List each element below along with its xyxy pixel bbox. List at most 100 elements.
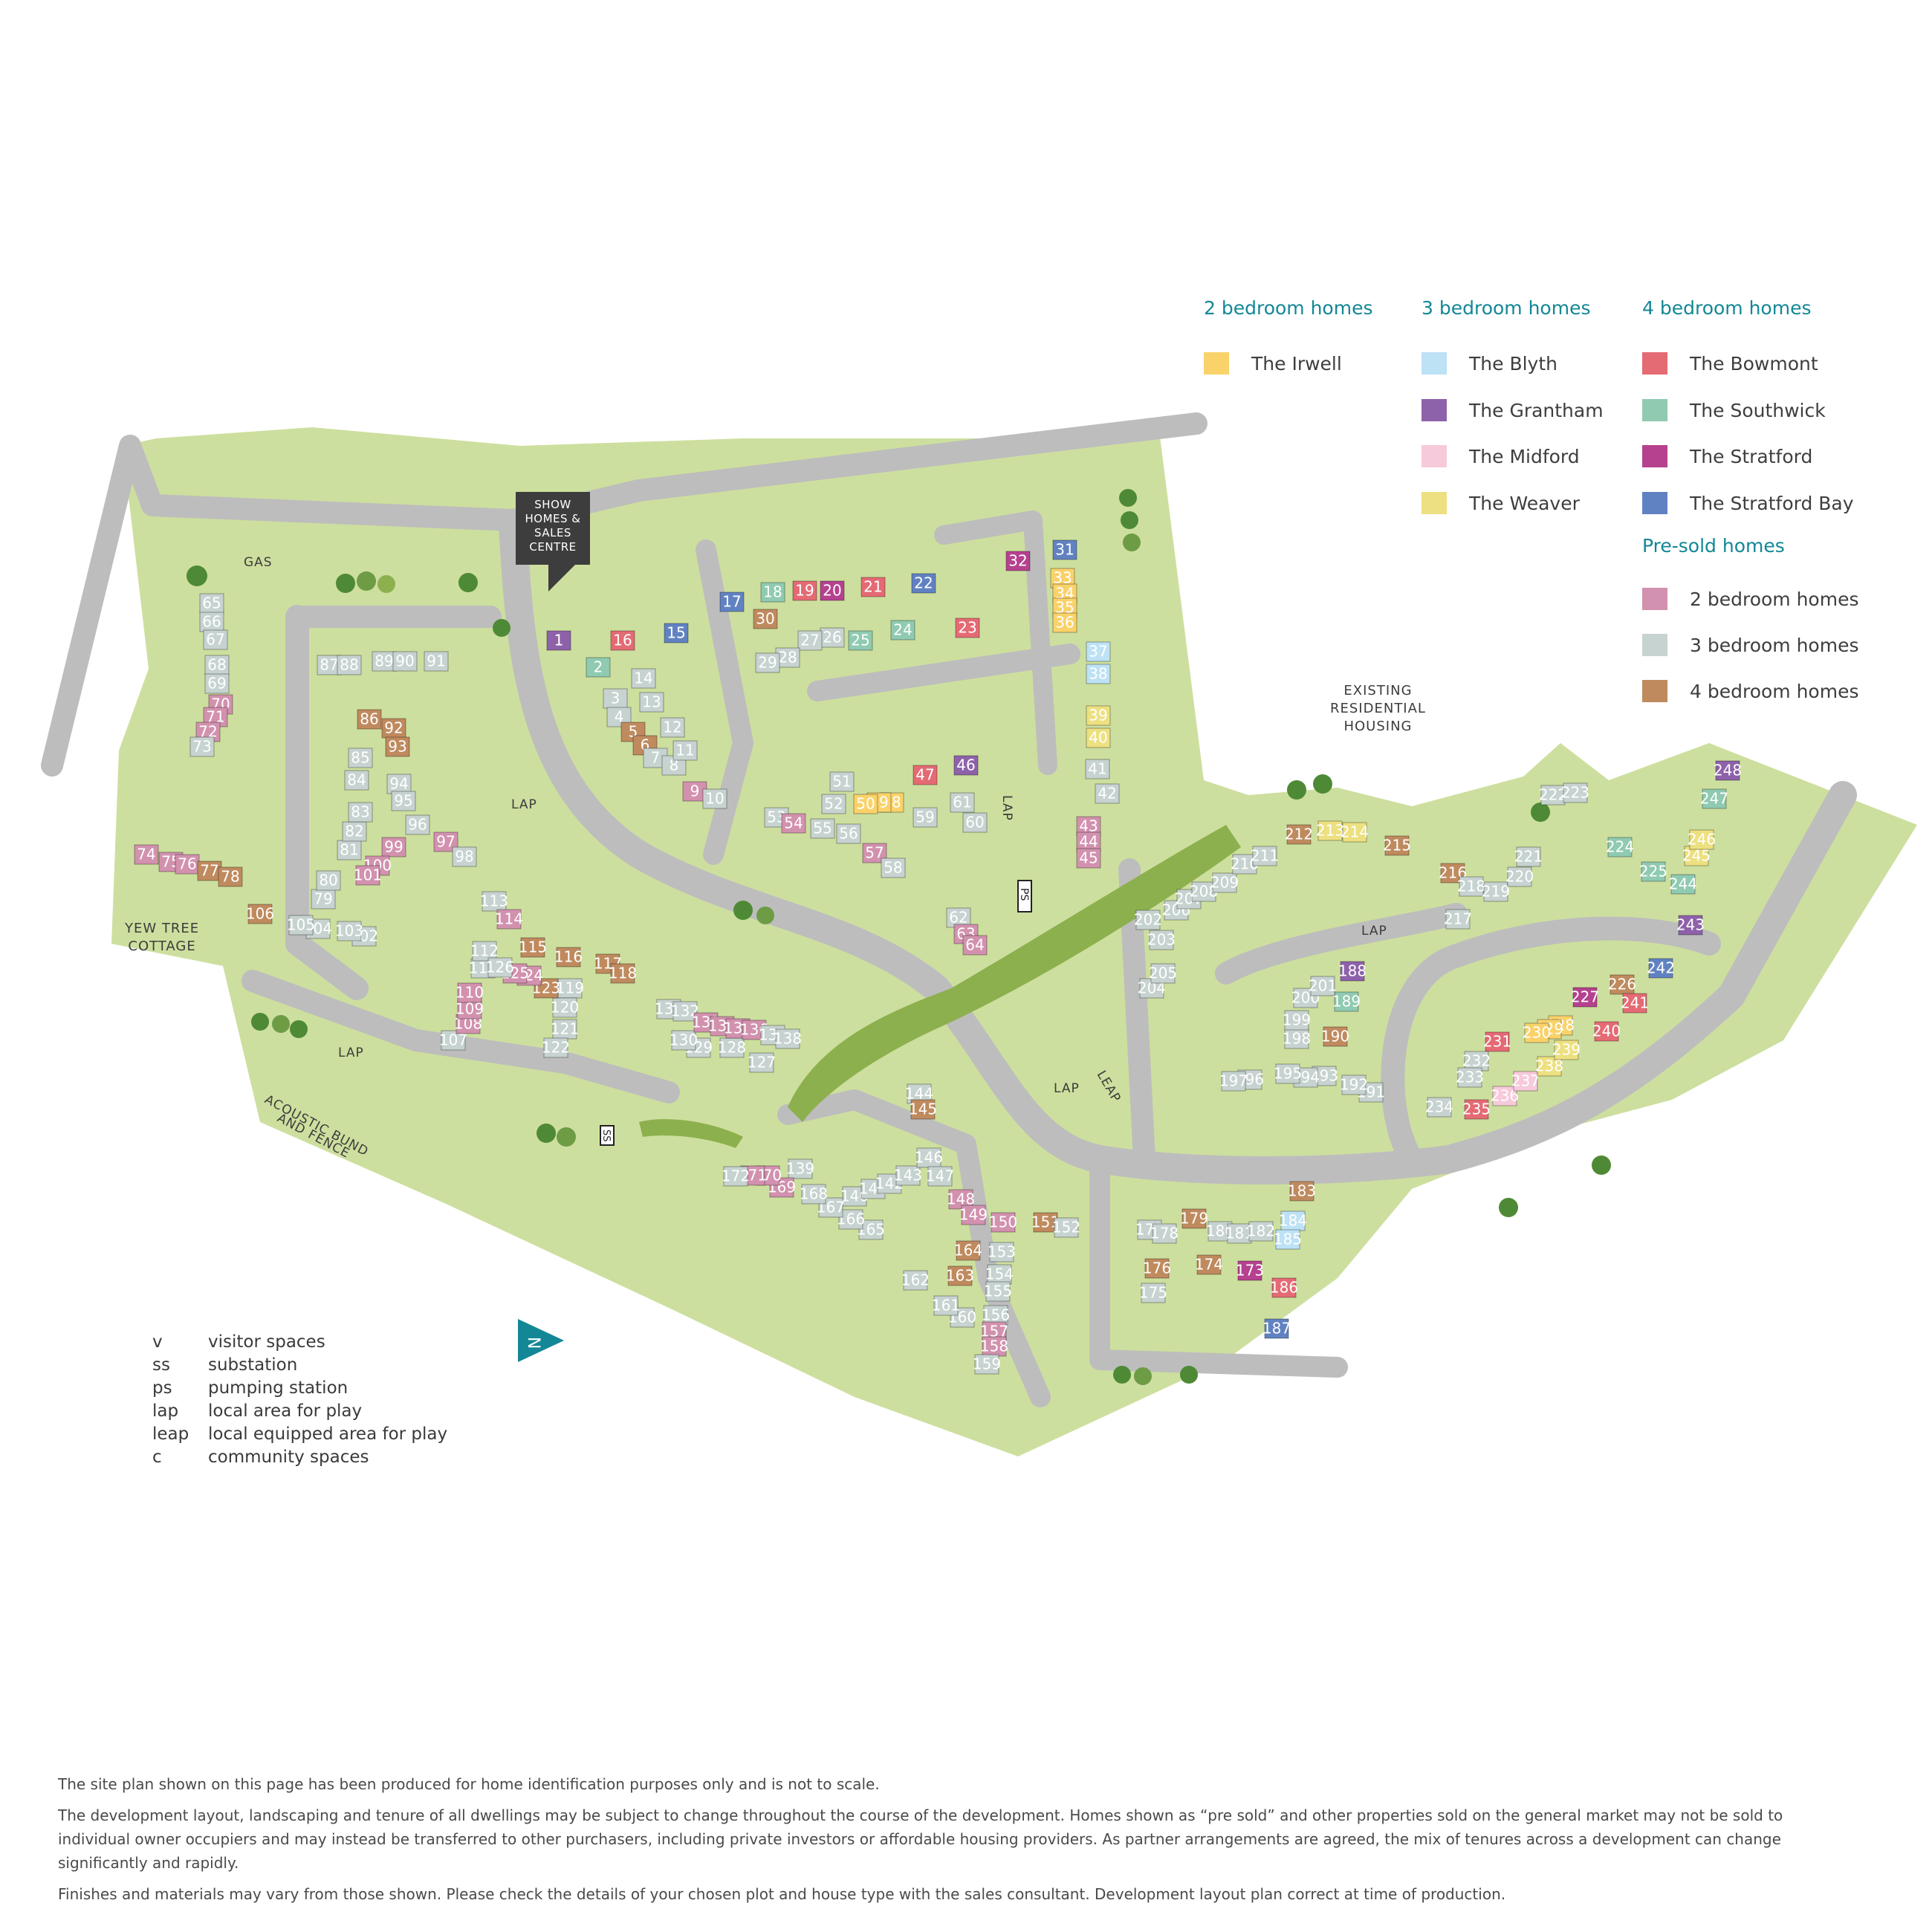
plot-217[interactable]: 217: [1444, 909, 1472, 930]
plot-120[interactable]: 120: [551, 997, 579, 1018]
plot-215[interactable]: 215: [1383, 835, 1411, 856]
plot-45[interactable]: 45: [1076, 848, 1101, 869]
plot-107[interactable]: 107: [439, 1030, 467, 1051]
plot-15[interactable]: 15: [664, 623, 689, 644]
plot-150[interactable]: 150: [989, 1212, 1017, 1233]
plot-189[interactable]: 189: [1332, 991, 1361, 1012]
plot-60[interactable]: 60: [962, 812, 988, 833]
plot-219[interactable]: 219: [1482, 881, 1510, 902]
plot-218[interactable]: 218: [1457, 876, 1485, 897]
plot-10[interactable]: 10: [702, 788, 727, 809]
plot-236[interactable]: 236: [1491, 1086, 1519, 1106]
plot-166[interactable]: 166: [837, 1209, 865, 1230]
plot-55[interactable]: 55: [810, 818, 835, 839]
plot-225[interactable]: 225: [1639, 861, 1667, 882]
plot-66[interactable]: 66: [199, 612, 224, 632]
plot-19[interactable]: 19: [792, 580, 817, 601]
plot-82[interactable]: 82: [342, 821, 367, 842]
plot-247[interactable]: 247: [1700, 788, 1728, 809]
plot-212[interactable]: 212: [1285, 824, 1313, 845]
plot-220[interactable]: 220: [1505, 866, 1534, 887]
plot-205[interactable]: 205: [1149, 963, 1177, 984]
plot-211[interactable]: 211: [1251, 846, 1279, 866]
plot-65[interactable]: 65: [199, 593, 224, 614]
plot-181[interactable]: 181: [1225, 1223, 1254, 1244]
plot-93[interactable]: 93: [385, 736, 410, 757]
plot-21[interactable]: 21: [860, 577, 886, 597]
plot-118[interactable]: 118: [609, 963, 637, 984]
plot-25[interactable]: 25: [848, 630, 873, 651]
plot-187[interactable]: 187: [1262, 1318, 1291, 1339]
plot-114[interactable]: 114: [495, 909, 523, 930]
plot-11[interactable]: 11: [672, 740, 698, 761]
plot-163[interactable]: 163: [946, 1265, 974, 1286]
plot-73[interactable]: 73: [189, 736, 215, 757]
plot-119[interactable]: 119: [556, 978, 584, 999]
plot-175[interactable]: 175: [1139, 1283, 1167, 1303]
plot-91[interactable]: 91: [424, 651, 449, 672]
plot-99[interactable]: 99: [381, 837, 406, 858]
plot-122[interactable]: 122: [542, 1037, 570, 1058]
plot-85[interactable]: 85: [348, 748, 373, 768]
plot-52[interactable]: 52: [821, 794, 846, 814]
plot-162[interactable]: 162: [901, 1270, 930, 1291]
plot-37[interactable]: 37: [1086, 641, 1111, 662]
plot-59[interactable]: 59: [912, 807, 938, 828]
plot-234[interactable]: 234: [1425, 1097, 1453, 1118]
plot-170[interactable]: 170: [753, 1165, 782, 1186]
plot-172[interactable]: 172: [722, 1166, 750, 1187]
plot-12[interactable]: 12: [660, 717, 685, 738]
plot-69[interactable]: 69: [204, 673, 230, 694]
plot-1[interactable]: 1: [546, 630, 571, 651]
plot-30[interactable]: 30: [753, 609, 778, 629]
plot-31[interactable]: 31: [1052, 539, 1077, 560]
plot-154[interactable]: 154: [985, 1264, 1014, 1285]
plot-192[interactable]: 192: [1340, 1074, 1368, 1095]
plot-109[interactable]: 109: [456, 999, 484, 1020]
plot-227[interactable]: 227: [1571, 987, 1599, 1008]
plot-248[interactable]: 248: [1714, 760, 1742, 781]
plot-188[interactable]: 188: [1338, 961, 1367, 982]
plot-104[interactable]: 104: [304, 918, 332, 939]
plot-164[interactable]: 164: [954, 1240, 982, 1261]
plot-77[interactable]: 77: [197, 860, 222, 881]
plot-127[interactable]: 127: [748, 1052, 776, 1073]
plot-16[interactable]: 16: [610, 630, 635, 651]
plot-174[interactable]: 174: [1195, 1254, 1223, 1275]
plot-81[interactable]: 81: [337, 840, 362, 860]
plot-94[interactable]: 94: [386, 774, 412, 794]
plot-23[interactable]: 23: [955, 617, 980, 638]
plot-199[interactable]: 199: [1283, 1010, 1311, 1031]
plot-105[interactable]: 105: [287, 915, 315, 936]
plot-39[interactable]: 39: [1086, 705, 1111, 726]
plot-152[interactable]: 152: [1052, 1217, 1080, 1238]
plot-17[interactable]: 17: [719, 591, 745, 612]
plot-232[interactable]: 232: [1462, 1051, 1491, 1072]
plot-195[interactable]: 195: [1274, 1063, 1302, 1084]
plot-32[interactable]: 32: [1005, 551, 1031, 571]
plot-113[interactable]: 113: [480, 891, 508, 912]
plot-184[interactable]: 184: [1279, 1210, 1307, 1231]
plot-173[interactable]: 173: [1236, 1260, 1264, 1281]
plot-27[interactable]: 27: [797, 630, 823, 651]
plot-40[interactable]: 40: [1086, 727, 1111, 748]
plot-176[interactable]: 176: [1143, 1258, 1171, 1279]
plot-130[interactable]: 130: [670, 1030, 698, 1051]
plot-201[interactable]: 201: [1309, 976, 1337, 996]
plot-68[interactable]: 68: [204, 655, 230, 675]
plot-186[interactable]: 186: [1270, 1277, 1298, 1298]
plot-244[interactable]: 244: [1669, 874, 1697, 895]
plot-115[interactable]: 115: [519, 937, 547, 958]
plot-36[interactable]: 36: [1052, 612, 1077, 633]
plot-230[interactable]: 230: [1523, 1022, 1551, 1043]
plot-83[interactable]: 83: [348, 802, 373, 823]
plot-183[interactable]: 183: [1288, 1181, 1316, 1202]
plot-156[interactable]: 156: [982, 1305, 1010, 1326]
plot-79[interactable]: 79: [311, 889, 336, 910]
plot-58[interactable]: 58: [881, 858, 906, 878]
plot-235[interactable]: 235: [1462, 1099, 1491, 1120]
plot-222[interactable]: 222: [1539, 785, 1567, 805]
plot-96[interactable]: 96: [405, 814, 430, 835]
plot-182[interactable]: 182: [1247, 1221, 1275, 1242]
plot-155[interactable]: 155: [984, 1281, 1012, 1302]
